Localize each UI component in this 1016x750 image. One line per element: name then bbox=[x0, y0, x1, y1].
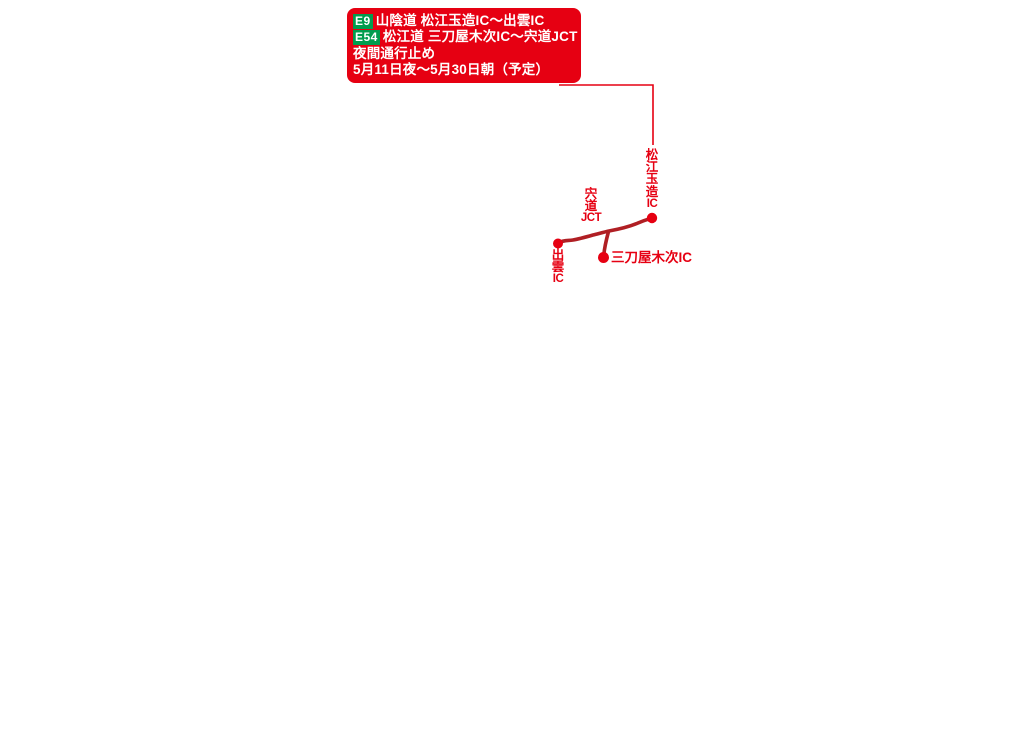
label-shinji-suffix: JCT bbox=[580, 212, 602, 225]
route-badge-e54: E54 bbox=[353, 29, 380, 45]
closure-notice-box: E9 山陰道 松江玉造IC〜出雲IC E54 松江道 三刀屋木次IC〜宍道JCT… bbox=[347, 8, 581, 83]
closure-period-text: 5月11日夜〜5月30日朝（予定） bbox=[353, 61, 550, 77]
notice-line-e9: E9 山陰道 松江玉造IC〜出雲IC bbox=[353, 13, 574, 29]
label-matsue-tamatsukuri-ic: 松江玉造 IC bbox=[645, 149, 659, 210]
closed-route-main-line bbox=[556, 216, 654, 245]
label-shinji-kanji: 宍道 bbox=[584, 187, 598, 214]
closure-section-matsue: 松江道 三刀屋木次IC〜宍道JCT bbox=[382, 29, 578, 45]
closure-section-sanin: 山陰道 松江玉造IC〜出雲IC bbox=[375, 13, 545, 28]
leader-line bbox=[559, 84, 654, 145]
label-izumo-ic: 出雲 IC bbox=[550, 248, 566, 286]
label-shinji-jct: 宍道 JCT bbox=[578, 187, 604, 225]
label-matsue-tamatsukuri-kanji: 松江玉造 bbox=[645, 148, 659, 199]
closure-type-text: 夜間通行止め bbox=[353, 45, 436, 61]
label-mitoya-kisuki-ic: 三刀屋木次IC bbox=[611, 250, 692, 265]
notice-line-period: 5月11日夜〜5月30日朝（予定） bbox=[353, 62, 574, 78]
closed-route-branch-line bbox=[602, 229, 611, 257]
label-izumo-kanji: 出雲 bbox=[551, 248, 565, 275]
route-badge-e9: E9 bbox=[353, 13, 373, 29]
notice-line-e54: E54 松江道 三刀屋木次IC〜宍道JCT bbox=[353, 29, 577, 45]
label-izumo-suffix: IC bbox=[552, 273, 564, 286]
notice-line-closure-type: 夜間通行止め bbox=[353, 46, 574, 62]
node-dot-matsue-tamatsukuri-ic bbox=[646, 212, 658, 224]
node-dot-izumo-ic bbox=[553, 238, 563, 249]
label-matsue-tamatsukuri-suffix: IC bbox=[646, 197, 658, 210]
node-dot-mitoya-kisuki-ic bbox=[598, 252, 609, 263]
